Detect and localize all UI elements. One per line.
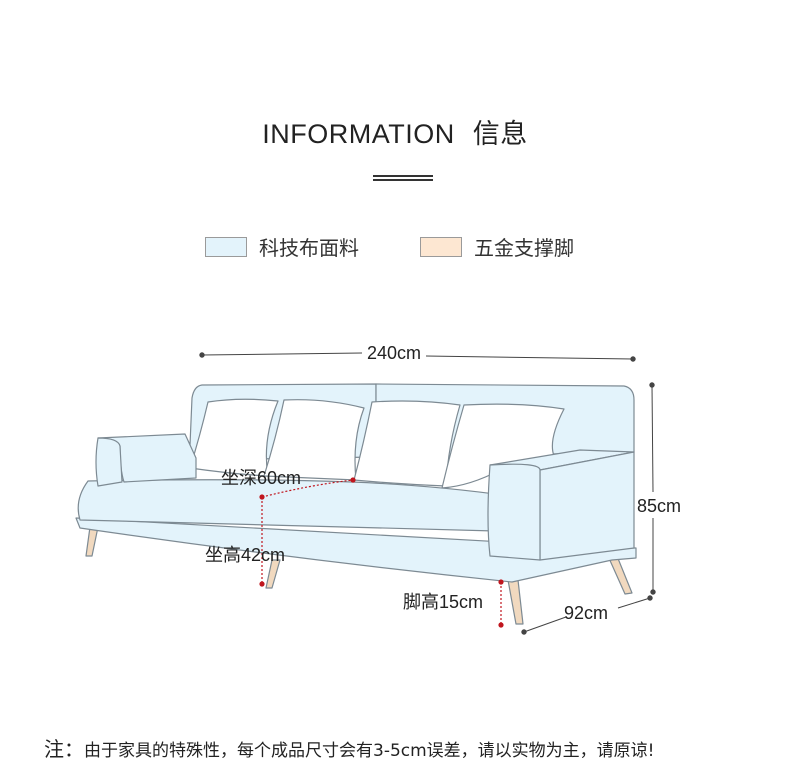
dim-leg-height-label: 脚高15cm — [403, 592, 483, 612]
title-divider-top — [373, 175, 433, 177]
title-chinese: 信息 — [472, 119, 528, 149]
page-title: INFORMATION 信息 — [0, 112, 790, 151]
legend-legs-label: 五金支撑脚 — [474, 236, 574, 260]
leg-front-right — [507, 579, 524, 625]
legend-fabric-swatch — [205, 236, 247, 257]
leg-front-left — [85, 526, 99, 557]
dim-seat-height-label: 坐高42cm — [205, 545, 285, 565]
right-arm-side — [539, 451, 635, 561]
right-arm-front — [487, 463, 541, 561]
dim-height-label: 85cm — [637, 496, 681, 516]
legend-fabric-label: 科技布面料 — [259, 236, 359, 260]
left-arm-front — [95, 437, 123, 487]
leg-back-right — [607, 555, 633, 595]
back-cushion-3 — [353, 400, 461, 487]
legend-fabric: 科技布面料 — [205, 232, 359, 261]
title-english: INFORMATION — [262, 119, 455, 149]
dim-seat-depth-label: 坐深60cm — [221, 468, 301, 488]
base-platform — [75, 517, 637, 583]
disclaimer-note: 注：由于家具的特殊性，每个成品尺寸会有3-5cm误差，请以实物为主，请原谅! — [44, 733, 655, 762]
title-divider-bottom — [373, 179, 433, 181]
note-mark: 注： — [44, 737, 84, 761]
note-text: 由于家具的特殊性，每个成品尺寸会有3-5cm误差，请以实物为主，请原谅! — [84, 741, 655, 761]
dim-length-label: 240cm — [367, 343, 421, 363]
dim-depth-label: 92cm — [564, 603, 608, 623]
leg-middle — [265, 559, 281, 589]
legend-legs-swatch — [420, 236, 462, 257]
legend-legs: 五金支撑脚 — [420, 232, 574, 261]
